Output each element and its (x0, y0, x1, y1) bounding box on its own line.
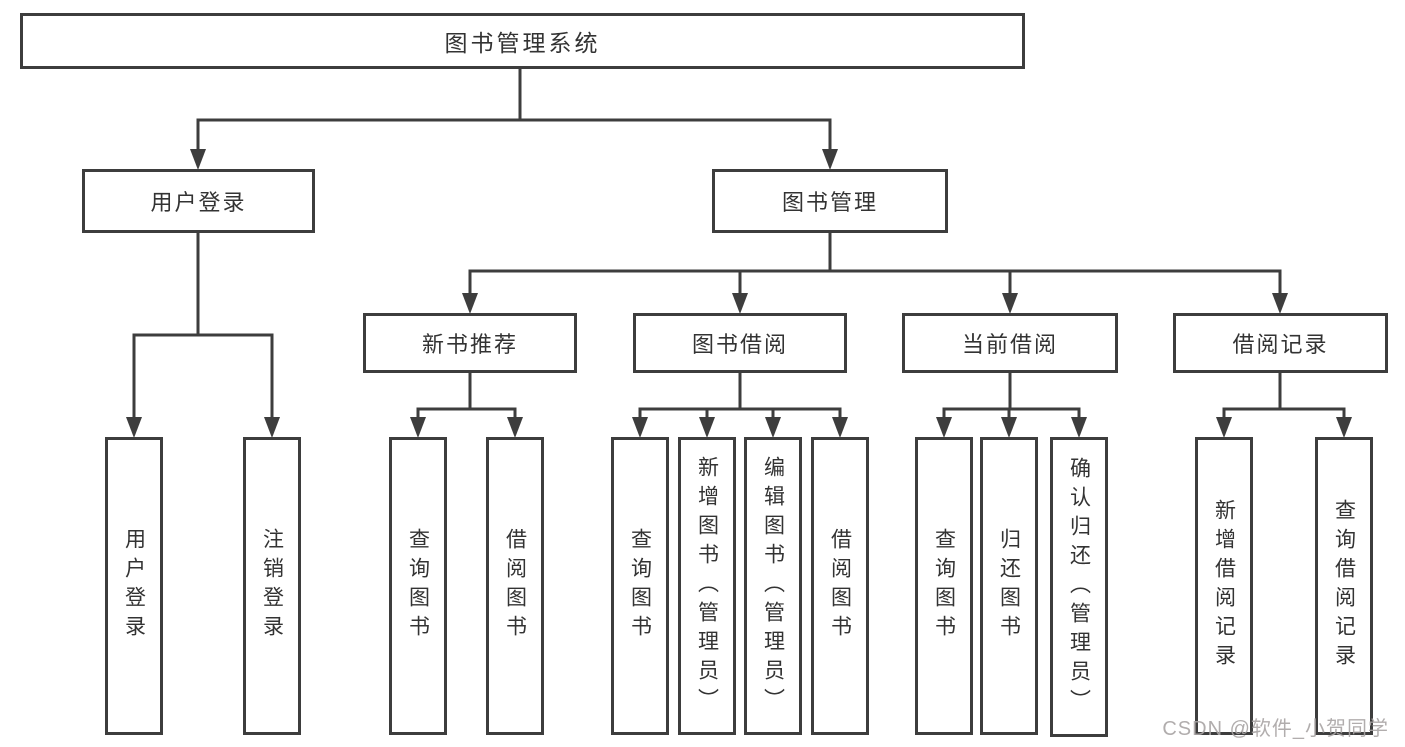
node-leaf-confirm-return-admin: 确认归还（管理员） (1050, 437, 1108, 737)
node-leaf-add-books-admin: 新增图书（管理员） (678, 437, 736, 735)
node-new-book-recommendation: 新书推荐 (363, 313, 577, 373)
node-leaf-query-borrow-record: 查询借阅记录 (1315, 437, 1373, 735)
node-leaf-query-books-current: 查询图书 (915, 437, 973, 735)
node-leaf-edit-books-admin: 编辑图书（管理员） (744, 437, 802, 735)
node-leaf-logout: 注销登录 (243, 437, 301, 735)
node-borrowing-records: 借阅记录 (1173, 313, 1388, 373)
node-user-login: 用户登录 (82, 169, 315, 233)
node-book-management: 图书管理 (712, 169, 948, 233)
node-leaf-borrow-books-recommend: 借阅图书 (486, 437, 544, 735)
node-leaf-add-borrow-record: 新增借阅记录 (1195, 437, 1253, 735)
watermark: CSDN @软件_小贺同学 (1162, 718, 1389, 740)
node-leaf-return-books: 归还图书 (980, 437, 1038, 735)
node-book-borrowing: 图书借阅 (633, 313, 847, 373)
node-library-management-system: 图书管理系统 (20, 13, 1025, 69)
node-current-borrowing: 当前借阅 (902, 313, 1118, 373)
node-leaf-borrow-books: 借阅图书 (811, 437, 869, 735)
node-leaf-query-books-borrow: 查询图书 (611, 437, 669, 735)
node-leaf-query-books-recommend: 查询图书 (389, 437, 447, 735)
node-leaf-user-login: 用户登录 (105, 437, 163, 735)
